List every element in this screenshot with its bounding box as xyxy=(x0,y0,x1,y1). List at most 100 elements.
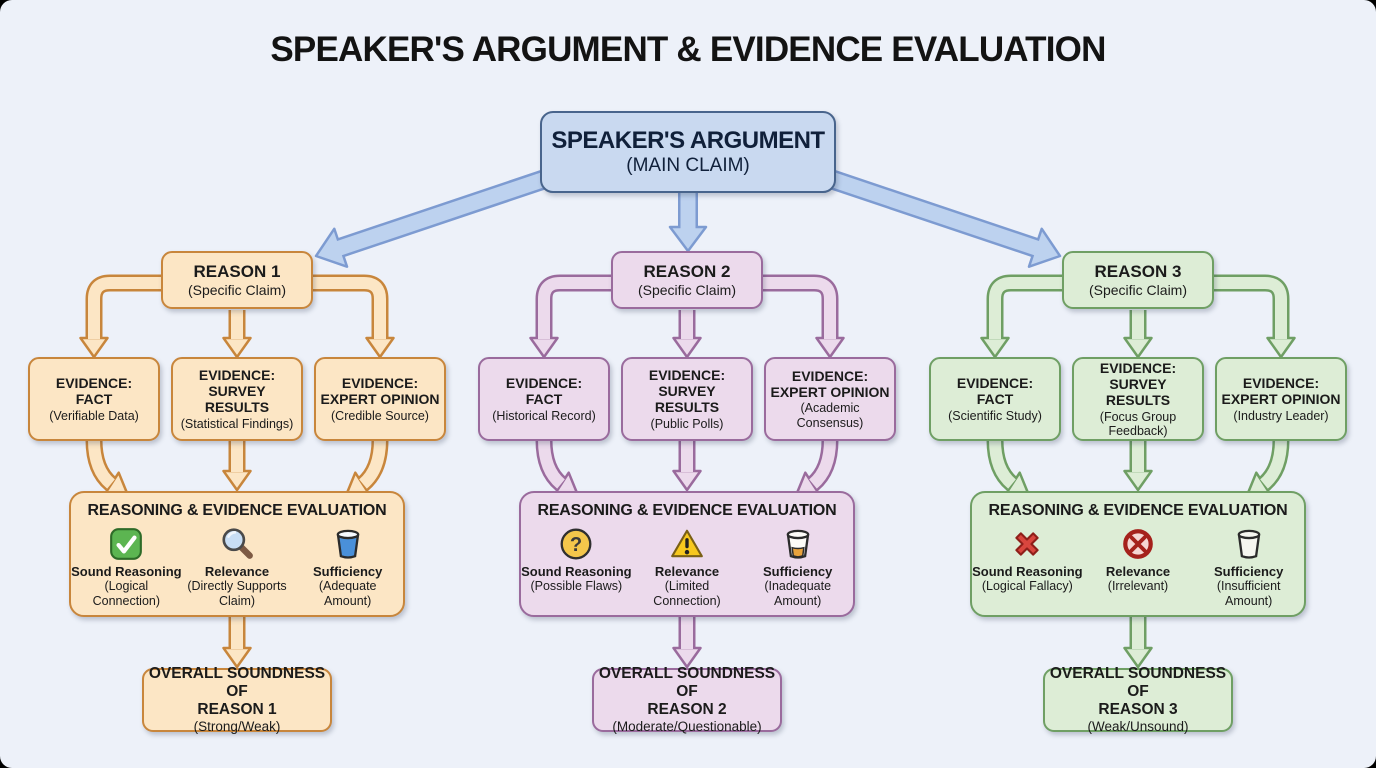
evidence-box-expert: EVIDENCE: EXPERT OPINION (Industry Leade… xyxy=(1215,357,1347,441)
evidence-detail: (Focus Group Feedback) xyxy=(1099,409,1177,438)
overall-detail: (Strong/Weak) xyxy=(193,718,281,734)
no-circle-icon xyxy=(1120,526,1156,563)
evidence-box-expert: EVIDENCE: EXPERT OPINION (Academic Conse… xyxy=(764,357,896,441)
glass-partial-icon xyxy=(780,526,816,563)
criterion-detail: (Directly Supports Claim) xyxy=(187,579,287,608)
evaluation-title: REASONING & EVIDENCE EVALUATION xyxy=(537,502,837,519)
overall-line2: REASON 1 xyxy=(197,700,277,718)
reason-title: REASON 1 xyxy=(193,261,281,281)
overall-soundness-box: OVERALL SOUNDNESS OF REASON 3 (Weak/Unso… xyxy=(1043,665,1233,734)
evidence-type: SURVEY RESULTS xyxy=(204,383,270,416)
overall-line1: OVERALL SOUNDNESS OF xyxy=(148,665,326,701)
overall-detail: (Moderate/Questionable) xyxy=(612,718,762,734)
overall-soundness-box: OVERALL SOUNDNESS OF REASON 1 (Strong/We… xyxy=(142,665,332,734)
evaluation-box: REASONING & EVIDENCE EVALUATION ? Sound … xyxy=(519,491,855,617)
evidence-box-fact: EVIDENCE: FACT (Historical Record) xyxy=(478,357,610,441)
criterion-detail: (Logical Connection) xyxy=(92,579,161,608)
evidence-detail: (Statistical Findings) xyxy=(180,416,294,431)
main-claim-subtitle: (MAIN CLAIM) xyxy=(626,154,750,176)
overall-line1: OVERALL SOUNDNESS OF xyxy=(1049,665,1227,701)
evidence-type: SURVEY RESULTS xyxy=(654,383,720,416)
criterion-label: Sound Reasoning xyxy=(71,563,182,579)
page-title: SPEAKER'S ARGUMENT & EVIDENCE EVALUATION xyxy=(270,30,1106,69)
evidence-type: EXPERT OPINION xyxy=(1221,391,1341,408)
evidence-label: EVIDENCE: xyxy=(791,368,869,385)
glass-empty-icon xyxy=(1231,526,1267,563)
criterion-relevance: Relevance (Irrelevant) xyxy=(1083,526,1194,608)
criteria-row: Sound Reasoning (Logical Fallacy) Releva… xyxy=(972,526,1304,608)
evidence-detail: (Scientific Study) xyxy=(948,408,1042,423)
warning-triangle-icon xyxy=(669,526,705,563)
evidence-type: EXPERT OPINION xyxy=(770,384,890,401)
question-circle-icon: ? xyxy=(558,526,594,563)
main-claim-box: SPEAKER'S ARGUMENT (MAIN CLAIM) xyxy=(540,111,836,193)
criterion-label: Sufficiency xyxy=(1214,563,1284,579)
x-mark-icon xyxy=(1009,526,1045,563)
reason-subtitle: (Specific Claim) xyxy=(187,281,286,298)
reason-box: REASON 3 (Specific Claim) xyxy=(1062,251,1214,309)
reason-title: REASON 3 xyxy=(1094,261,1182,281)
overall-line2: REASON 3 xyxy=(1098,700,1178,718)
evaluation-title: REASONING & EVIDENCE EVALUATION xyxy=(87,502,387,519)
overall-detail: (Weak/Unsound) xyxy=(1087,718,1189,734)
criterion-sufficiency: Sufficiency (Insufficient Amount) xyxy=(1193,526,1304,608)
criteria-row: Sound Reasoning (Logical Connection) Rel… xyxy=(71,526,403,608)
evaluation-title: REASONING & EVIDENCE EVALUATION xyxy=(988,502,1288,519)
criterion-detail: (Possible Flaws) xyxy=(530,579,623,594)
reason-box: REASON 2 (Specific Claim) xyxy=(611,251,763,309)
criterion-sound-reasoning: ? Sound Reasoning (Possible Flaws) xyxy=(521,526,632,608)
criterion-label: Relevance xyxy=(654,563,720,579)
evidence-type: FACT xyxy=(75,391,113,408)
evidence-label: EVIDENCE: xyxy=(1099,360,1177,377)
evidence-box-survey: EVIDENCE: SURVEY RESULTS (Statistical Fi… xyxy=(171,357,303,441)
evidence-detail: (Academic Consensus) xyxy=(796,401,864,430)
criterion-detail: (Limited Connection) xyxy=(653,579,721,608)
reason-subtitle: (Specific Claim) xyxy=(637,281,736,298)
evidence-label: EVIDENCE: xyxy=(956,375,1034,392)
evidence-type: FACT xyxy=(525,391,563,408)
criteria-row: ? Sound Reasoning (Possible Flaws) Relev… xyxy=(521,526,853,608)
criterion-sound-reasoning: Sound Reasoning (Logical Fallacy) xyxy=(972,526,1083,608)
criterion-sufficiency: Sufficiency (Inadequate Amount) xyxy=(742,526,853,608)
reason-box: REASON 1 (Specific Claim) xyxy=(161,251,313,309)
magnifier-icon xyxy=(219,526,255,563)
evidence-detail: (Credible Source) xyxy=(331,408,429,423)
evidence-label: EVIDENCE: xyxy=(1242,375,1320,392)
evidence-box-fact: EVIDENCE: FACT (Verifiable Data) xyxy=(28,357,160,441)
evaluation-box: REASONING & EVIDENCE EVALUATION Sound Re… xyxy=(970,491,1306,617)
reason-subtitle: (Specific Claim) xyxy=(1088,281,1187,298)
main-claim-title: SPEAKER'S ARGUMENT xyxy=(551,126,825,154)
criterion-detail: (Logical Fallacy) xyxy=(981,579,1073,594)
criterion-relevance: Relevance (Directly Supports Claim) xyxy=(182,526,293,608)
criterion-sound-reasoning: Sound Reasoning (Logical Connection) xyxy=(71,526,182,608)
evidence-type: EXPERT OPINION xyxy=(320,391,440,408)
criterion-label: Relevance xyxy=(1105,563,1171,579)
criterion-label: Relevance xyxy=(204,563,270,579)
criterion-label: Sound Reasoning xyxy=(972,563,1083,579)
evidence-detail: (Verifiable Data) xyxy=(49,408,139,423)
evidence-detail: (Historical Record) xyxy=(492,408,596,423)
evidence-label: EVIDENCE: xyxy=(341,375,419,392)
criterion-detail: (Insufficient Amount) xyxy=(1216,579,1281,608)
evidence-label: EVIDENCE: xyxy=(505,375,583,392)
svg-text:?: ? xyxy=(570,534,582,556)
criterion-sufficiency: Sufficiency (Adequate Amount) xyxy=(292,526,403,608)
criterion-label: Sufficiency xyxy=(313,563,383,579)
evidence-box-survey: EVIDENCE: SURVEY RESULTS (Public Polls) xyxy=(621,357,753,441)
criterion-label: Sufficiency xyxy=(763,563,833,579)
criterion-relevance: Relevance (Limited Connection) xyxy=(632,526,743,608)
reason-title: REASON 2 xyxy=(643,261,731,281)
evidence-detail: (Industry Leader) xyxy=(1233,408,1329,423)
overall-line1: OVERALL SOUNDNESS OF xyxy=(598,665,776,701)
evidence-box-fact: EVIDENCE: FACT (Scientific Study) xyxy=(929,357,1061,441)
evidence-detail: (Public Polls) xyxy=(650,416,724,431)
evidence-type: SURVEY RESULTS xyxy=(1105,376,1171,409)
criterion-detail: (Irrelevant) xyxy=(1107,579,1169,594)
overall-soundness-box: OVERALL SOUNDNESS OF REASON 2 (Moderate/… xyxy=(592,665,782,734)
evidence-box-expert: EVIDENCE: EXPERT OPINION (Credible Sourc… xyxy=(314,357,446,441)
evidence-label: EVIDENCE: xyxy=(198,367,276,384)
check-square-icon xyxy=(108,526,144,563)
